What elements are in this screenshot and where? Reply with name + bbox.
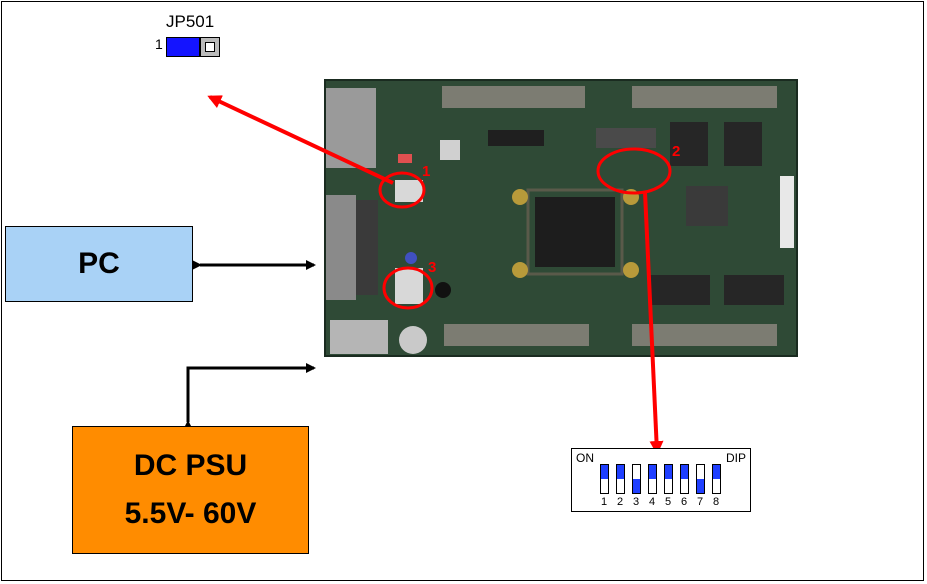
dip-switch-7[interactable] bbox=[696, 464, 705, 494]
dip-switch-knob bbox=[649, 465, 656, 479]
dip-switch-1[interactable] bbox=[600, 464, 609, 494]
dip-switch-knob bbox=[681, 465, 688, 479]
pc-box: PC bbox=[5, 226, 193, 302]
dip-switch-number: 3 bbox=[632, 496, 640, 508]
callout-ring-1 bbox=[378, 171, 426, 209]
dip-switch-5[interactable] bbox=[664, 464, 673, 494]
dip-switch-8[interactable] bbox=[712, 464, 721, 494]
dip-switch-knob bbox=[697, 479, 704, 493]
jumper-cap bbox=[166, 37, 200, 57]
dip-switch-knob bbox=[713, 465, 720, 479]
dip-switch-knob bbox=[633, 479, 640, 493]
callout-ring-2 bbox=[596, 147, 672, 195]
psu-box: DC PSU 5.5V- 60V bbox=[72, 426, 309, 554]
jumper-pin-label: 1 bbox=[155, 36, 163, 52]
jumper-pin bbox=[200, 37, 220, 57]
psu-board-link-arrow bbox=[183, 363, 316, 430]
dip-switch-knob bbox=[601, 465, 608, 479]
dip-switch-number: 4 bbox=[648, 496, 656, 508]
arrow-to-dip-switch bbox=[643, 191, 664, 455]
dip-switch-knob bbox=[617, 465, 624, 479]
dip-switch-number: 6 bbox=[680, 496, 688, 508]
dip-switch-knob bbox=[665, 465, 672, 479]
callout-number-2: 2 bbox=[672, 143, 680, 160]
dip-switch-4[interactable] bbox=[648, 464, 657, 494]
dip-on-label: ON bbox=[576, 451, 594, 465]
dip-switch-number: 1 bbox=[600, 496, 608, 508]
callout-number-1: 1 bbox=[422, 163, 430, 180]
psu-voltage: 5.5V- 60V bbox=[124, 497, 257, 530]
pc-label: PC bbox=[78, 247, 120, 280]
board-photo bbox=[324, 79, 798, 357]
dip-switch-2[interactable] bbox=[616, 464, 625, 494]
arrow-to-jumper bbox=[207, 95, 394, 185]
dip-switch-number: 5 bbox=[664, 496, 672, 508]
dip-switch-number: 2 bbox=[616, 496, 624, 508]
dip-title: DIP bbox=[725, 451, 746, 465]
dip-switch-number: 8 bbox=[712, 496, 720, 508]
dip-switch-3[interactable] bbox=[632, 464, 641, 494]
dip-switch-6[interactable] bbox=[680, 464, 689, 494]
psu-title: DC PSU bbox=[133, 449, 248, 482]
callout-number-3: 3 bbox=[428, 259, 436, 276]
jumper-label: JP501 bbox=[166, 12, 215, 31]
callout-ring-3 bbox=[382, 266, 434, 310]
dip-switch-number: 7 bbox=[696, 496, 704, 508]
